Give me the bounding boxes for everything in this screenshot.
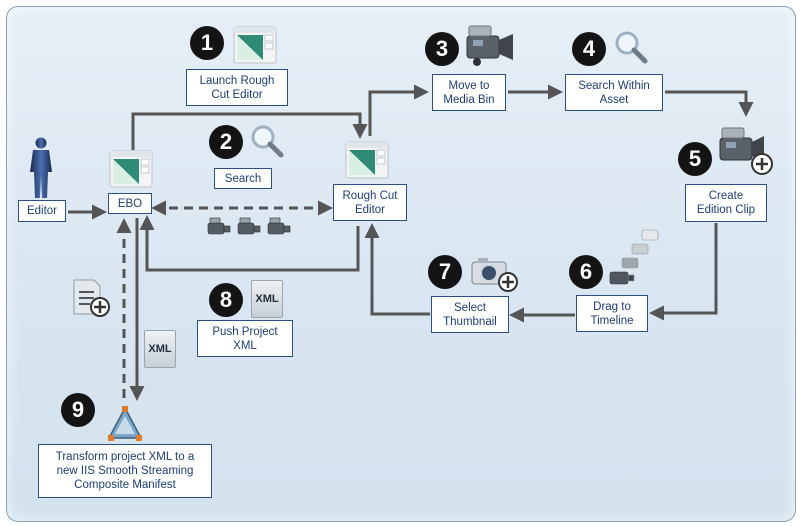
xml-document-icon: XML <box>251 280 283 318</box>
arrow-create-to-drag <box>649 223 718 321</box>
arrow-roughcut-to-ebo-bottom <box>139 215 360 272</box>
step-1-launch-rough-cut-editor[interactable]: Launch Rough Cut Editor <box>186 69 288 106</box>
step-9-transform-project-xml[interactable]: Transform project XML to a new IIS Smoot… <box>38 444 212 498</box>
step-4-search-within-asset[interactable]: Search Within Asset <box>565 74 663 111</box>
transform-icon <box>107 406 143 441</box>
arrow-select-to-roughcut <box>364 223 430 316</box>
magnifier-icon <box>251 125 284 158</box>
step-9-badge: 9 <box>61 393 95 427</box>
step-5-badge: 5 <box>678 142 712 176</box>
photo-camera-icon <box>471 258 518 292</box>
step-3-badge: 3 <box>425 32 459 66</box>
step-6-badge: 6 <box>569 255 603 289</box>
video-camera-icon <box>719 127 773 175</box>
person-icon <box>30 137 52 198</box>
step-8-badge: 8 <box>209 283 243 317</box>
arrow-search-to-create <box>665 90 754 117</box>
video-camera-icon <box>466 25 513 66</box>
arrow-roughcut-to-mediabin <box>368 84 429 136</box>
app-window-icon <box>109 150 153 188</box>
magnifier-icon <box>615 31 648 64</box>
document-add-icon <box>73 279 110 317</box>
step-3-move-to-media-bin[interactable]: Move to Media Bin <box>432 74 506 111</box>
step-8-push-project-xml[interactable]: Push Project XML <box>197 320 293 357</box>
rough-cut-editor-box[interactable]: Rough Cut Editor <box>333 184 407 221</box>
video-camera-icon <box>609 229 659 285</box>
editor-box[interactable]: Editor <box>18 200 66 222</box>
step-2-search[interactable]: Search <box>214 168 272 189</box>
step-5-create-edition-clip[interactable]: Create Edition Clip <box>685 184 767 222</box>
step-4-badge: 4 <box>572 32 606 66</box>
app-window-icon <box>233 26 277 64</box>
ebo-box[interactable]: EBO <box>108 193 152 214</box>
step-7-badge: 7 <box>428 255 462 289</box>
xml-document-icon: XML <box>144 330 176 368</box>
arrow-ebo-to-roughcut-top <box>131 112 368 150</box>
video-camera-icon <box>207 217 291 235</box>
step-2-badge: 2 <box>209 125 243 159</box>
step-1-badge: 1 <box>190 26 224 60</box>
app-window-icon <box>345 141 389 179</box>
step-6-drag-to-timeline[interactable]: Drag to Timeline <box>576 295 648 332</box>
step-7-select-thumbnail[interactable]: Select Thumbnail <box>431 296 509 333</box>
